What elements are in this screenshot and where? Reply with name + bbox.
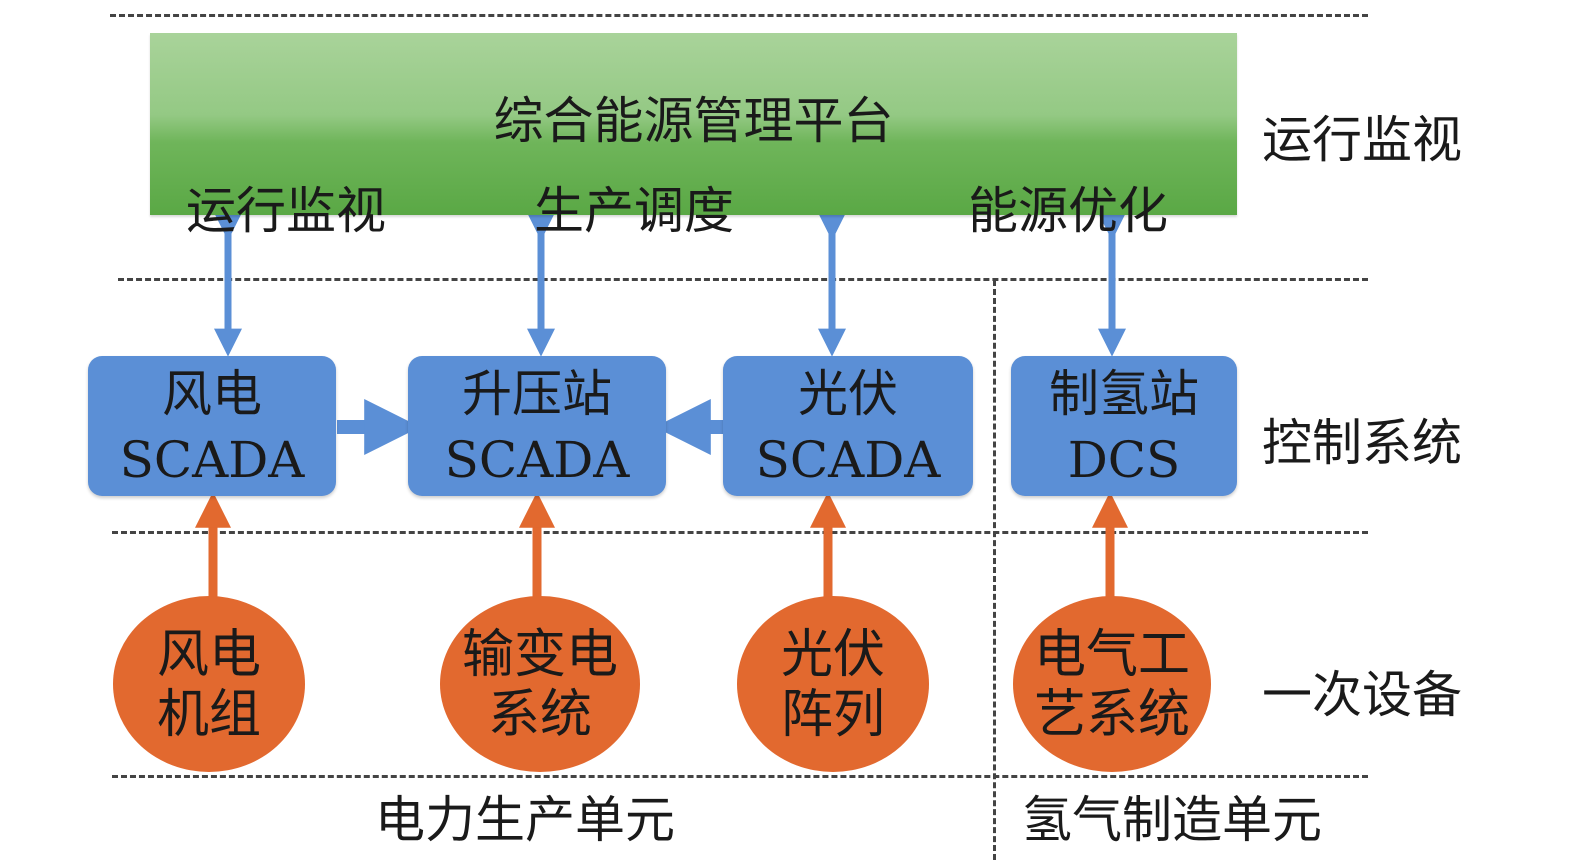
separator-top	[110, 14, 1368, 17]
equipment-line2: 艺系统	[1033, 685, 1190, 745]
layer-label-monitoring: 运行监视	[1262, 111, 1462, 169]
control-box-booster-scada: 升压站 SCADA	[408, 356, 666, 496]
platform-function-dispatch: 生产调度	[534, 182, 734, 240]
equipment-line1: 光伏	[780, 625, 885, 685]
control-box-line1: 风电	[162, 365, 262, 423]
layer-label-equipment: 一次设备	[1262, 666, 1462, 724]
separator-unit-divider	[993, 280, 996, 860]
equipment-circle-transmission: 输变电 系统	[440, 596, 640, 772]
equipment-line1: 输变电	[461, 625, 618, 685]
control-box-line1: 升压站	[462, 365, 612, 423]
control-box-wind-scada: 风电 SCADA	[88, 356, 336, 496]
platform-title: 综合能源管理平台	[493, 92, 894, 150]
equipment-line2: 阵列	[780, 685, 885, 745]
separator-control-equipment	[112, 531, 1368, 534]
control-box-line1: 光伏	[798, 365, 898, 423]
equipment-circle-electrical-process: 电气工 艺系统	[1013, 596, 1211, 772]
control-box-line2: SCADA	[755, 431, 941, 489]
platform-function-optimization: 能源优化	[968, 182, 1168, 240]
control-box-line1: 制氢站	[1049, 365, 1199, 423]
unit-label-power-production: 电力生产单元	[375, 791, 675, 849]
separator-bottom	[112, 775, 1368, 778]
equipment-line2: 系统	[487, 685, 592, 745]
equipment-circle-wind-turbine: 风电 机组	[113, 596, 305, 772]
energy-management-platform: 综合能源管理平台 运行监视 生产调度 能源优化	[150, 33, 1237, 240]
control-box-line2: SCADA	[119, 431, 305, 489]
layer-label-control: 控制系统	[1262, 414, 1462, 472]
control-box-hydrogen-dcs: 制氢站 DCS	[1011, 356, 1237, 496]
control-box-line2: SCADA	[444, 431, 630, 489]
equipment-line2: 机组	[156, 685, 261, 745]
unit-label-hydrogen-production: 氢气制造单元	[1022, 791, 1322, 849]
control-box-line2: DCS	[1067, 431, 1181, 489]
equipment-line1: 电气工	[1033, 625, 1190, 685]
equipment-line1: 风电	[156, 625, 261, 685]
platform-function-monitoring: 运行监视	[186, 182, 386, 240]
equipment-circle-pv-array: 光伏 阵列	[737, 596, 929, 772]
control-box-pv-scada: 光伏 SCADA	[723, 356, 973, 496]
separator-platform-control	[118, 278, 1368, 281]
